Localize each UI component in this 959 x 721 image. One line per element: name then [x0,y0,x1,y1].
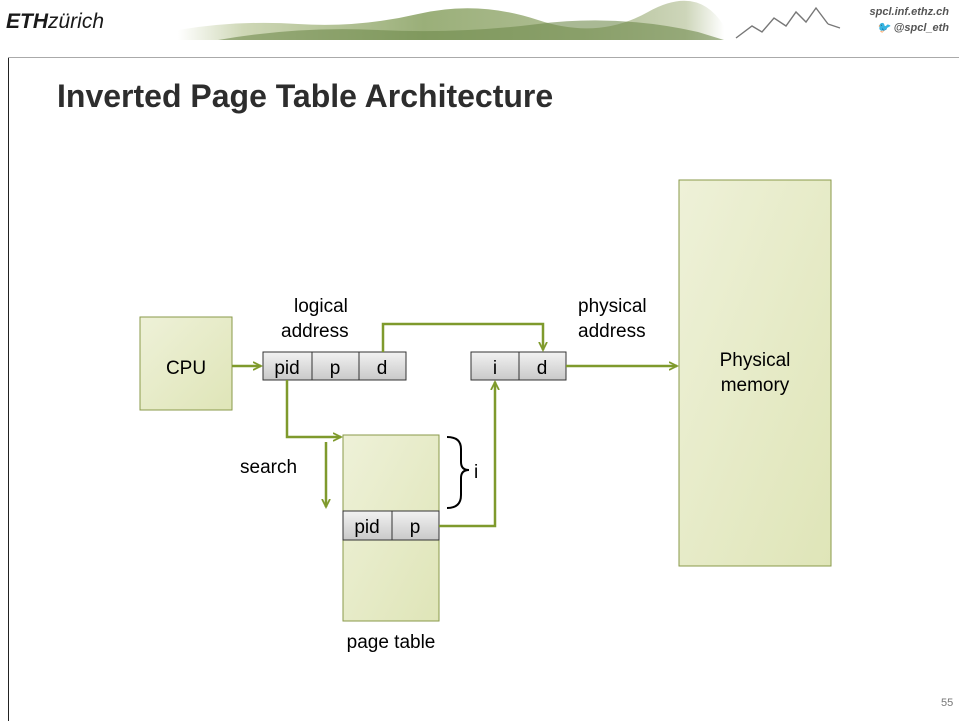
mountain-logo-icon [735,6,841,39]
index-label: i [474,462,478,483]
memory-label-line1: Physical [720,350,791,371]
logical-field-d: d [377,358,388,379]
diagram-arrows [232,322,677,528]
eth-logo: ETHzürich [6,10,105,33]
physical-memory-box: Physical memory [678,179,832,567]
physical-field-d: d [537,358,548,379]
index-brace [446,436,470,509]
header-bar: ETHzürich spcl.inf.ethz.ch 🐦 @spcl_eth [0,0,959,46]
physical-address-register: i d [470,351,567,381]
physical-field-i: i [493,358,497,379]
logical-address-label-line2: address [281,321,349,342]
twitter-handle: 🐦 @spcl_eth [876,22,949,34]
memory-label-line2: memory [721,375,790,396]
cpu-box: CPU [139,316,233,411]
page-table-label: page table [347,632,436,653]
logical-address-label-line1: logical [294,296,348,317]
slide-number: 55 [941,697,954,709]
arrow-pid-to-page-table [285,380,341,437]
arrow-table-to-i [439,382,495,528]
table-field-pid: pid [354,517,379,538]
mountain-banner-image [178,0,724,40]
logical-field-p: p [330,358,341,379]
logical-field-pid: pid [274,358,299,379]
arrow-d-to-physical [381,322,543,352]
page-title: Inverted Page Table Architecture [57,78,554,114]
left-rule [8,58,9,721]
page-table-box: pid p [342,434,440,622]
table-field-p: p [410,517,421,538]
twitter-icon: 🐦 [876,22,894,34]
search-label: search [240,457,297,478]
cpu-label: CPU [166,358,206,379]
physical-address-label-line1: physical [578,296,647,317]
logical-address-register: pid p d [262,351,407,381]
physical-address-label-line2: address [578,321,646,342]
website-label: spcl.inf.ethz.ch [869,6,949,18]
header-divider [8,57,959,58]
